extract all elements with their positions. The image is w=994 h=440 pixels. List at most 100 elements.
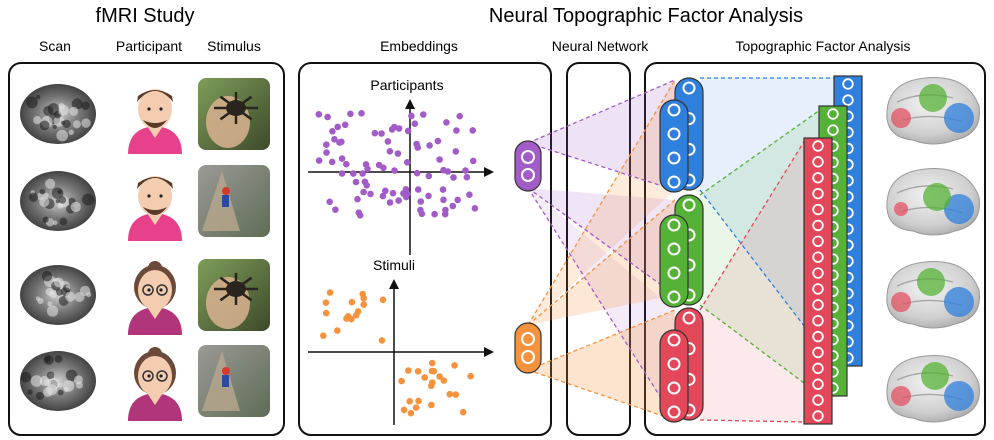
stimulus-point	[360, 301, 368, 308]
participant-point	[355, 209, 363, 216]
stimulus-point	[352, 312, 360, 319]
scan-speckle	[59, 217, 68, 226]
scan-speckle	[58, 196, 67, 204]
scan-speckle	[56, 129, 69, 142]
tfa-factor-bars	[803, 75, 863, 425]
capsule-node	[682, 198, 696, 212]
participant-point	[363, 182, 371, 189]
participant-point	[315, 111, 323, 118]
scan-speckle	[44, 178, 56, 189]
scan-speckle	[47, 301, 53, 307]
participant-point	[411, 120, 419, 127]
scan-speckle	[58, 105, 69, 116]
capsule-node	[521, 150, 535, 164]
label-neural-network: Neural Network	[552, 38, 649, 54]
stimulus-point	[421, 374, 429, 381]
brain-render-icon	[886, 77, 980, 145]
participant-point	[434, 137, 442, 145]
participant-point	[338, 170, 346, 177]
input-edge	[527, 79, 676, 144]
capsule-node	[667, 175, 681, 189]
scan-speckle	[74, 292, 85, 303]
capsule-node	[667, 405, 681, 419]
participant-point	[456, 112, 464, 120]
scan-speckle	[30, 375, 43, 387]
bar-node	[812, 410, 824, 422]
scan-speckle	[27, 389, 33, 395]
capsule-node	[667, 290, 681, 304]
bar-body	[803, 137, 833, 425]
avatar-glasses-right	[156, 284, 168, 296]
participant-point	[443, 119, 450, 126]
climber	[222, 187, 230, 195]
participant-point	[371, 129, 379, 137]
participant-point	[463, 173, 471, 181]
participant-point	[315, 157, 323, 164]
bar-node	[812, 140, 824, 152]
participant-point	[343, 160, 350, 168]
scan-speckle	[61, 120, 66, 125]
capsule-node	[667, 381, 681, 395]
fmri-row	[20, 345, 270, 421]
brain-render-icon	[886, 355, 980, 423]
brain-blue-blob	[944, 287, 974, 317]
participant-point	[431, 210, 438, 218]
participant-point	[440, 166, 447, 174]
stimulus-point	[343, 315, 350, 322]
stimulus-point	[406, 398, 414, 405]
participant-point	[454, 196, 462, 204]
participants-plot: Participants	[308, 77, 494, 255]
participant-point	[380, 164, 387, 172]
participant-point	[326, 198, 334, 206]
participant-point	[329, 128, 336, 135]
participant-point	[358, 110, 365, 117]
label-participant: Participant	[116, 38, 182, 54]
climber-body	[222, 195, 229, 207]
capsule-node	[682, 311, 696, 325]
spider-leg	[235, 106, 253, 121]
capsule-body	[659, 99, 689, 193]
stimulus-embedding-input	[514, 322, 542, 374]
participant-point	[352, 178, 360, 186]
participant-point	[466, 191, 473, 198]
label-embeddings: Embeddings	[380, 38, 458, 54]
participant-point	[450, 174, 457, 181]
scan-speckle	[65, 291, 76, 302]
avatar-beard	[143, 207, 167, 215]
stimulus-point	[412, 404, 420, 411]
participant-point	[360, 188, 367, 196]
participant-point	[332, 206, 339, 213]
stimuli-label: Stimuli	[373, 257, 415, 273]
avatar-glasses-left	[142, 284, 154, 296]
scan-speckle	[46, 384, 58, 396]
scan-speckle	[57, 202, 64, 209]
participant-avatar-icon	[128, 347, 182, 421]
participant-point	[338, 138, 345, 146]
stimulus-point	[430, 367, 438, 375]
stimulus-point	[446, 390, 454, 398]
stimulus-point	[320, 332, 327, 340]
avatar-eye	[147, 107, 151, 111]
participants-label: Participants	[370, 77, 443, 93]
red-factor-bar	[803, 137, 833, 425]
factor-edge	[699, 109, 821, 196]
bar-node	[812, 235, 824, 247]
brain-red-blob	[891, 108, 911, 128]
rock-face	[202, 351, 240, 411]
participant-point	[452, 148, 460, 155]
stimulus-point	[405, 367, 412, 374]
participant-point	[404, 127, 412, 135]
participant-point	[395, 197, 402, 204]
avatar-face	[138, 176, 172, 216]
stimulus-point	[379, 296, 387, 304]
stimuli-plot: Stimuli	[308, 257, 494, 425]
avatar-hair	[137, 90, 173, 102]
brain-scan-icon	[20, 265, 96, 325]
participant-avatar-icon	[128, 176, 182, 241]
scan-speckle	[20, 371, 32, 383]
bar-node	[812, 315, 824, 327]
scan-speckle	[52, 124, 57, 130]
stimulus-point	[415, 397, 422, 405]
participant-point	[323, 141, 330, 148]
